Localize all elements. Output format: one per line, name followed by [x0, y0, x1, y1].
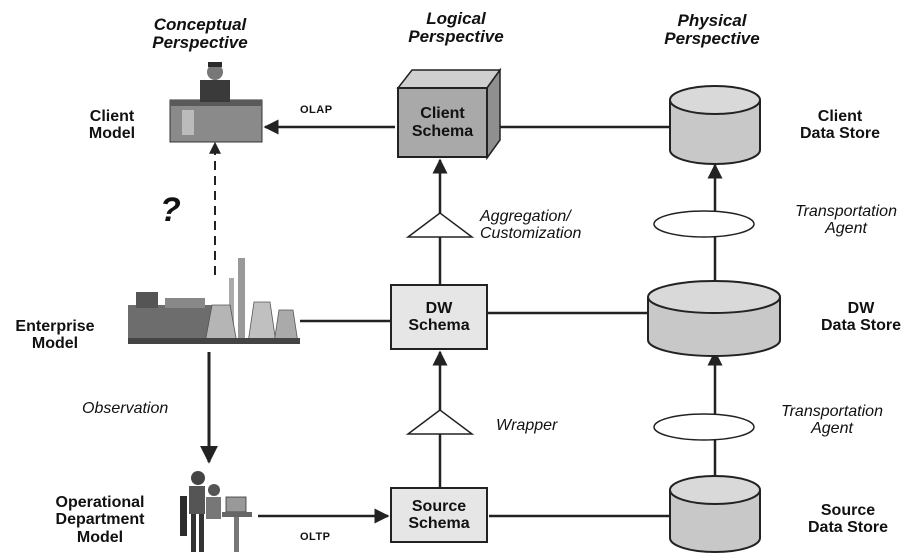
operational-department-model-label: Operational Department Model: [55, 494, 145, 546]
client-model-label: Client Model: [88, 108, 136, 143]
wrapper-label: Wrapper: [496, 417, 558, 434]
physical-perspective-header: Physical Perspective: [664, 11, 760, 49]
enterprise-model-label: Enterprise Model: [15, 318, 95, 353]
source-data-store-label: Source Data Store: [807, 502, 889, 537]
transport-upper-ellipse: [653, 210, 755, 238]
source-data-store-cylinder: [669, 475, 761, 553]
conceptual-perspective-header: Conceptual Perspective: [152, 15, 248, 53]
transport-lower-ellipse: [653, 413, 755, 441]
client-person-at-desk-icon: [169, 62, 263, 143]
observation-label: Observation: [82, 400, 169, 417]
client-schema-box: Client Schema: [397, 87, 488, 158]
transportation-agent-upper-label: Transportation Agent: [795, 203, 897, 238]
aggregation-customization-label: Aggregation/ Customization: [480, 208, 582, 243]
client-data-store-label: Client Data Store: [799, 108, 881, 143]
olap-label: OLAP: [300, 104, 333, 116]
dw-data-store-label: DW Data Store: [820, 300, 902, 335]
client-schema-cube: [396, 67, 502, 161]
dw-data-store-cylinder: [647, 280, 781, 357]
question-mark-label: ?: [160, 191, 181, 229]
enterprise-plant-icon: [128, 258, 300, 344]
aggregation-triangle: [405, 212, 475, 238]
client-data-store-cylinder: [669, 85, 761, 165]
source-schema-box: Source Schema: [390, 487, 488, 543]
logical-perspective-header: Logical Perspective: [408, 9, 504, 47]
operational-people-at-terminal-icon: [180, 471, 252, 552]
wrapper-triangle: [405, 409, 475, 435]
transportation-agent-lower-label: Transportation Agent: [781, 403, 883, 438]
oltp-label: OLTP: [300, 531, 331, 543]
dw-schema-box: DW Schema: [390, 284, 488, 350]
